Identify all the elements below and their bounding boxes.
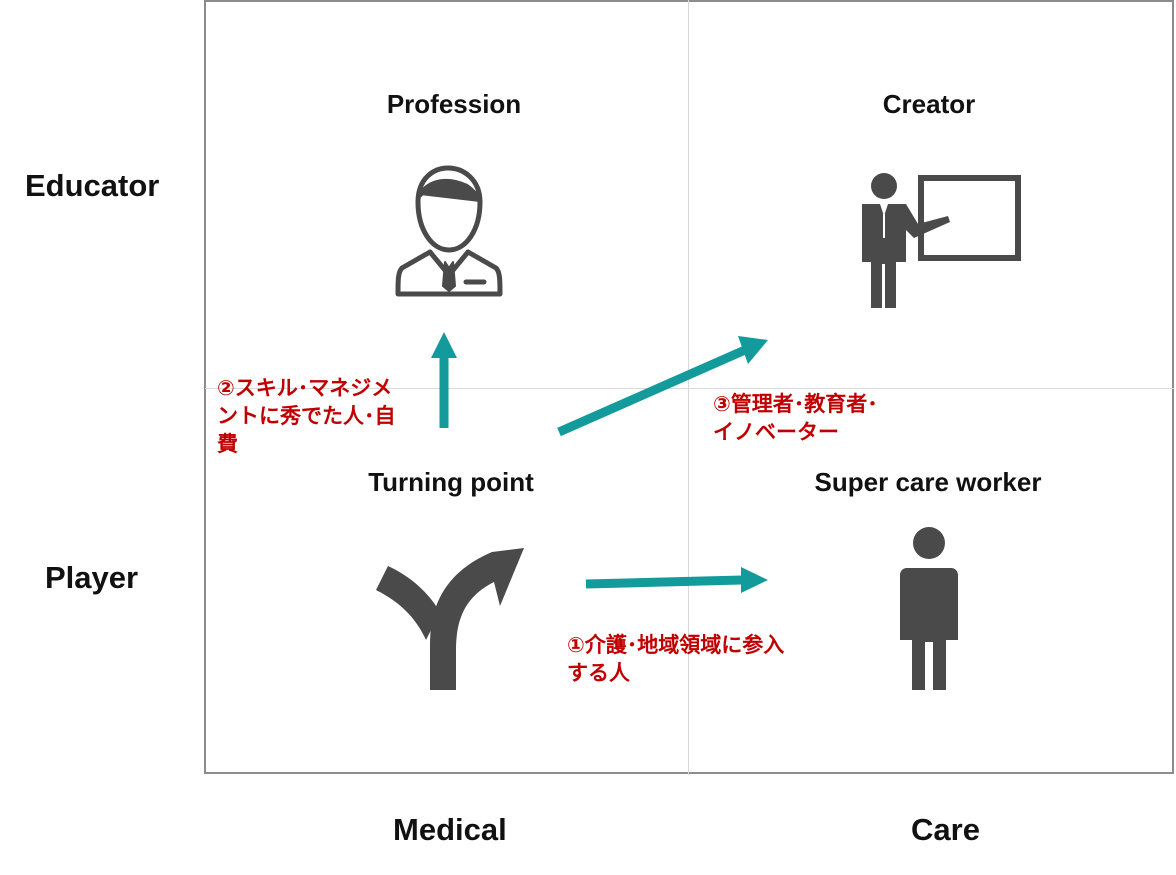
note-path-3: ③管理者･教育者･ イノベーター	[713, 390, 878, 446]
quadrant-title-turning-point: Turning point	[368, 467, 534, 497]
quadrant-title-creator: Creator	[882, 89, 976, 119]
y-axis-educator-label: Educator	[25, 168, 160, 203]
note-path-2-line-3: 費	[217, 432, 238, 456]
arrow-path-3	[557, 336, 768, 437]
x-axis-care-label: Care	[911, 812, 980, 847]
horizontal-divider	[205, 388, 1174, 389]
person-icon	[900, 527, 958, 690]
note-path-2: ②スキル･マネジメ ントに秀でた人･自 費	[217, 374, 396, 458]
note-path-2-line-2: ントに秀でた人･自	[217, 404, 396, 428]
note-path-1-line-1: ①介護･地域領域に参入	[567, 633, 785, 657]
arrow-path-1	[585, 567, 768, 593]
presenter-board-icon	[862, 173, 1021, 308]
vertical-divider	[688, 0, 689, 775]
fork-arrow-icon	[376, 548, 524, 690]
quadrant-title-super-care-worker: Super care worker	[814, 467, 1042, 497]
note-path-1-line-2: する人	[567, 661, 630, 685]
quadrant-title-profession: Profession	[386, 89, 522, 119]
y-axis-player-label: Player	[45, 560, 139, 595]
note-path-1: ①介護･地域領域に参入 する人	[567, 631, 784, 687]
x-axis-medical-label: Medical	[393, 812, 507, 847]
matrix-frame	[204, 0, 1174, 774]
arrow-path-2	[431, 332, 457, 428]
note-path-2-line-1: ②スキル･マネジメ	[217, 376, 393, 400]
businessman-icon	[395, 165, 503, 297]
note-path-3-line-1: ③管理者･教育者･	[713, 392, 878, 416]
note-path-3-line-2: イノベーター	[713, 420, 839, 444]
